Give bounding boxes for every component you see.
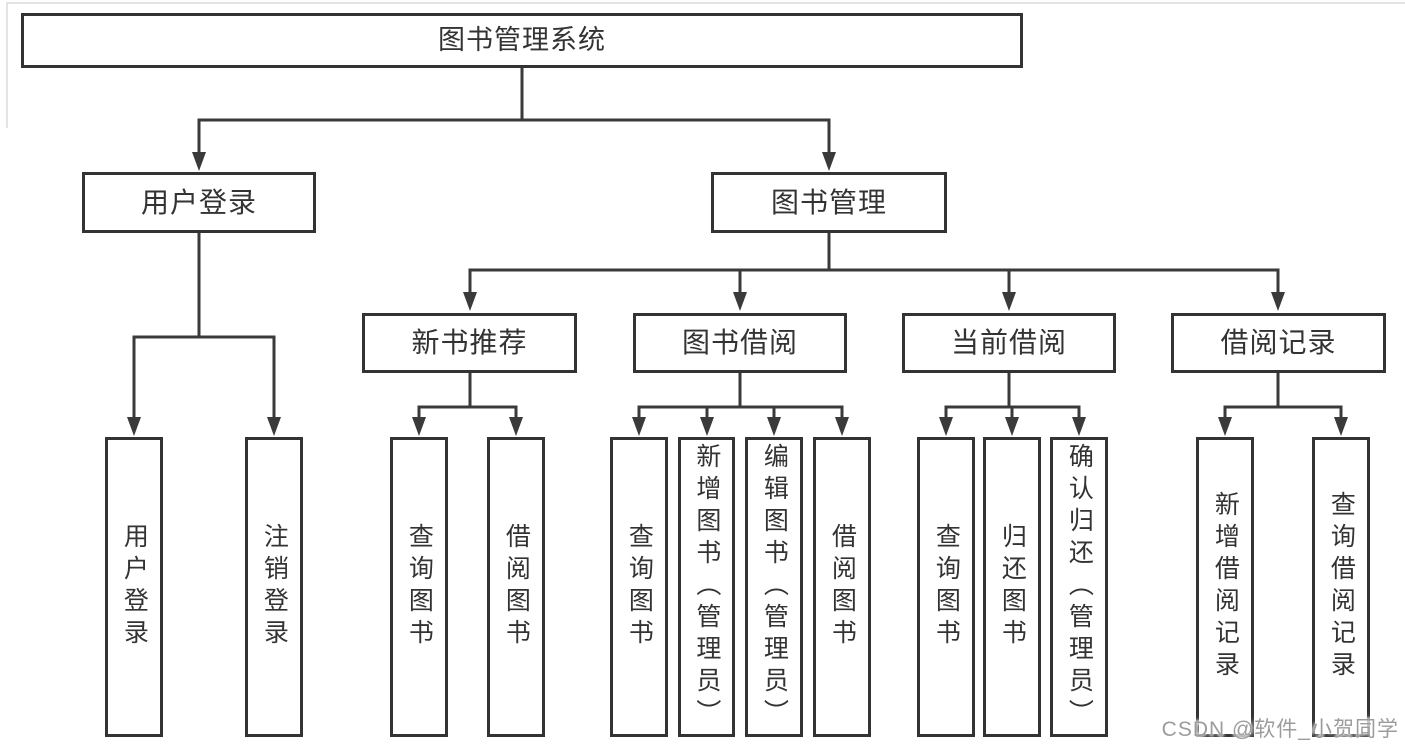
node-new-book-recommend: 新书推荐 [362,313,577,373]
node-label: 编辑图书（管理员） [760,443,789,731]
arrowhead-icon [632,417,646,436]
arrowhead-icon [1002,292,1016,311]
node-label: 图书管理系统 [438,25,606,55]
leaf-borrow-edit-books-admin: 编辑图书（管理员） [745,437,803,737]
node-current-borrow: 当前借阅 [902,313,1116,373]
arrowhead-icon [700,417,714,436]
connector-book-management-to-level3 [463,231,1285,311]
node-label: 借阅图书 [828,523,857,651]
connector-current-borrow-to-leaves [939,371,1086,436]
leaf-borrow-query-books: 查询图书 [610,437,668,737]
connector-book-borrow-to-leaves [632,371,849,436]
connector-root-to-level2 [192,66,836,171]
arrowhead-icon [1005,417,1019,436]
node-label: 确认归还（管理员） [1065,443,1094,731]
node-label: 当前借阅 [950,327,1067,358]
node-borrow-records: 借阅记录 [1171,313,1386,373]
arrowhead-icon [127,417,141,436]
arrowhead-icon [733,292,747,311]
node-label: 注销登录 [260,523,289,651]
node-label: 用户登录 [120,523,149,651]
screenshot-edge-artifact-top [6,2,1405,4]
node-label: 新增图书（管理员） [692,443,721,731]
node-label: 新增借阅记录 [1211,491,1240,683]
arrowhead-icon [267,417,281,436]
arrowhead-icon [835,417,849,436]
node-label: 用户登录 [140,186,257,218]
node-book-borrow: 图书借阅 [633,313,847,373]
leaf-borrow-borrow-books: 借阅图书 [813,437,871,737]
leaf-borrow-add-books-admin: 新增图书（管理员） [678,437,735,737]
arrowhead-icon [509,417,523,436]
node-label: 查询图书 [405,523,434,651]
node-user-login: 用户登录 [82,172,316,233]
screenshot-edge-artifact-left [6,2,8,128]
arrowhead-icon [1218,417,1232,436]
arrowhead-icon [767,417,781,436]
node-label: 图书借阅 [681,327,798,358]
arrowhead-icon [192,152,206,171]
leaf-current-return-books: 归还图书 [983,437,1041,737]
arrowhead-icon [1334,417,1348,436]
arrowhead-icon [822,152,836,171]
leaf-recommend-borrow-books: 借阅图书 [487,437,545,737]
node-label: 借阅记录 [1220,327,1337,358]
leaf-records-add-record: 新增借阅记录 [1196,437,1254,737]
watermark: CSDN @软件_小贺同学 [1161,718,1399,741]
connector-user-login-to-leaves [127,231,281,436]
node-label: 新书推荐 [411,327,528,358]
connector-new-book-recommend-to-leaves [412,371,523,436]
node-label: 查询图书 [625,523,654,651]
arrowhead-icon [1072,417,1086,436]
node-label: 归还图书 [998,523,1027,651]
leaf-records-query-record: 查询借阅记录 [1312,437,1370,737]
node-label: 查询图书 [932,523,961,651]
node-root: 图书管理系统 [21,13,1023,68]
node-book-management: 图书管理 [711,172,947,233]
arrowhead-icon [939,417,953,436]
arrowhead-icon [1271,292,1285,311]
node-label: 查询借阅记录 [1327,491,1356,683]
node-label: 借阅图书 [502,523,531,651]
leaf-recommend-query-books: 查询图书 [390,437,448,737]
arrowhead-icon [463,292,477,311]
leaf-logout: 注销登录 [245,437,303,737]
connector-borrow-records-to-leaves [1218,371,1348,436]
leaf-current-query-books: 查询图书 [917,437,975,737]
leaf-current-confirm-return-admin: 确认归还（管理员） [1050,437,1108,737]
arrowhead-icon [412,417,426,436]
leaf-user-login: 用户登录 [105,437,163,737]
node-label: 图书管理 [770,186,887,218]
